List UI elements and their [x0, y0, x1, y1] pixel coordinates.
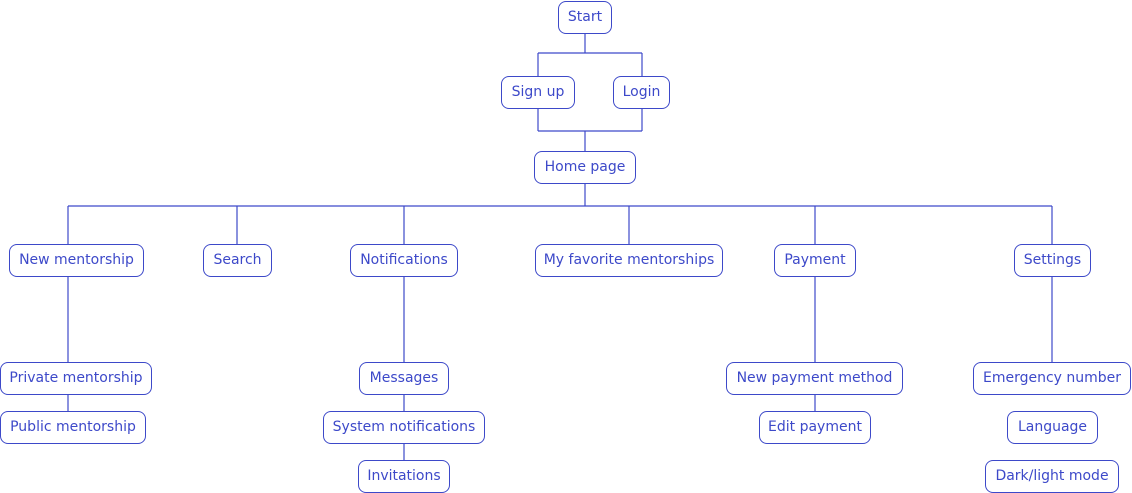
- settings-node: Settings: [1014, 244, 1091, 277]
- home-page-node: Home page: [534, 151, 636, 184]
- edit-payment-node: Edit payment: [759, 411, 871, 444]
- new-payment-method-node: New payment method: [726, 362, 903, 395]
- language-node: Language: [1007, 411, 1098, 444]
- public-mentorship-node: Public mentorship: [0, 411, 146, 444]
- search-node: Search: [203, 244, 272, 277]
- dark-light-mode-node: Dark/light mode: [985, 460, 1119, 493]
- system-notifications-node: System notifications: [323, 411, 485, 444]
- payment-node: Payment: [774, 244, 856, 277]
- sign-up-node: Sign up: [501, 76, 575, 109]
- start-node: Start: [558, 1, 612, 34]
- emergency-number-node: Emergency number: [973, 362, 1131, 395]
- my-favorite-mentorships-node: My favorite mentorships: [535, 244, 723, 277]
- notifications-node: Notifications: [350, 244, 458, 277]
- invitations-node: Invitations: [358, 460, 450, 493]
- new-mentorship-node: New mentorship: [9, 244, 144, 277]
- private-mentorship-node: Private mentorship: [0, 362, 152, 395]
- messages-node: Messages: [359, 362, 449, 395]
- login-node: Login: [613, 76, 670, 109]
